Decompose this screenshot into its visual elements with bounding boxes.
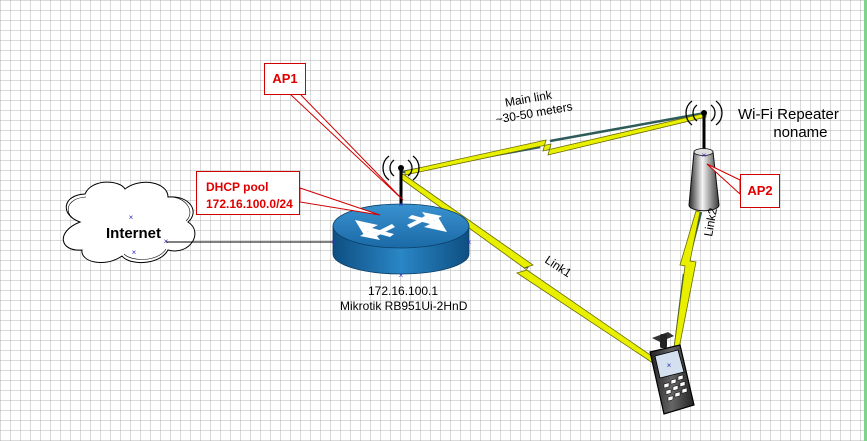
- link1-bolt-icon: [399, 173, 673, 374]
- router-icon: × × × ×: [332, 200, 472, 280]
- x-marker: ×: [132, 248, 137, 257]
- ap1-callout: AP1: [264, 63, 306, 95]
- x-marker: ×: [332, 238, 337, 247]
- ap1-antenna-icon: [382, 155, 420, 205]
- x-marker: ×: [702, 151, 707, 160]
- mobile-phone-icon: ×: [649, 332, 695, 415]
- x-marker: ×: [129, 213, 134, 222]
- x-marker: ×: [667, 361, 672, 370]
- x-marker: ×: [467, 238, 472, 247]
- callout-pointers: [288, 93, 741, 216]
- ap2-callout-label: AP2: [747, 183, 773, 198]
- x-marker: ×: [399, 200, 404, 209]
- repeater-title: Wi-Fi Repeater noname: [738, 106, 839, 142]
- ap2-callout: AP2: [740, 174, 780, 208]
- repeater-title-line2: noname: [773, 124, 828, 141]
- repeater-device-icon: ×: [688, 148, 720, 212]
- dhcp-pool-callout: DHCP pool 172.16.100.0/24: [196, 171, 300, 215]
- dhcp-pool-title: DHCP pool: [206, 180, 269, 194]
- dhcp-pool-range: 172.16.100.0/24: [206, 197, 293, 211]
- internet-label: Internet: [106, 225, 162, 242]
- repeater-title-line1: Wi-Fi Repeater: [738, 106, 839, 123]
- router-model-label: Mikrotik RB951Ui-2HnD: [340, 299, 468, 313]
- repeater-antenna-icon: [685, 100, 723, 150]
- main-link-bolt-icon: [404, 112, 707, 176]
- x-marker: ×: [399, 271, 404, 280]
- link2-label: Link2: [701, 207, 720, 238]
- router-ip-label: 172.16.100.1: [368, 284, 439, 298]
- window-edge: [864, 0, 867, 441]
- link1-label: Link1: [542, 253, 574, 281]
- ap1-callout-label: AP1: [272, 71, 298, 86]
- internet-cloud: × × ×: [62, 181, 196, 264]
- link2-bolt-icon: [671, 210, 701, 365]
